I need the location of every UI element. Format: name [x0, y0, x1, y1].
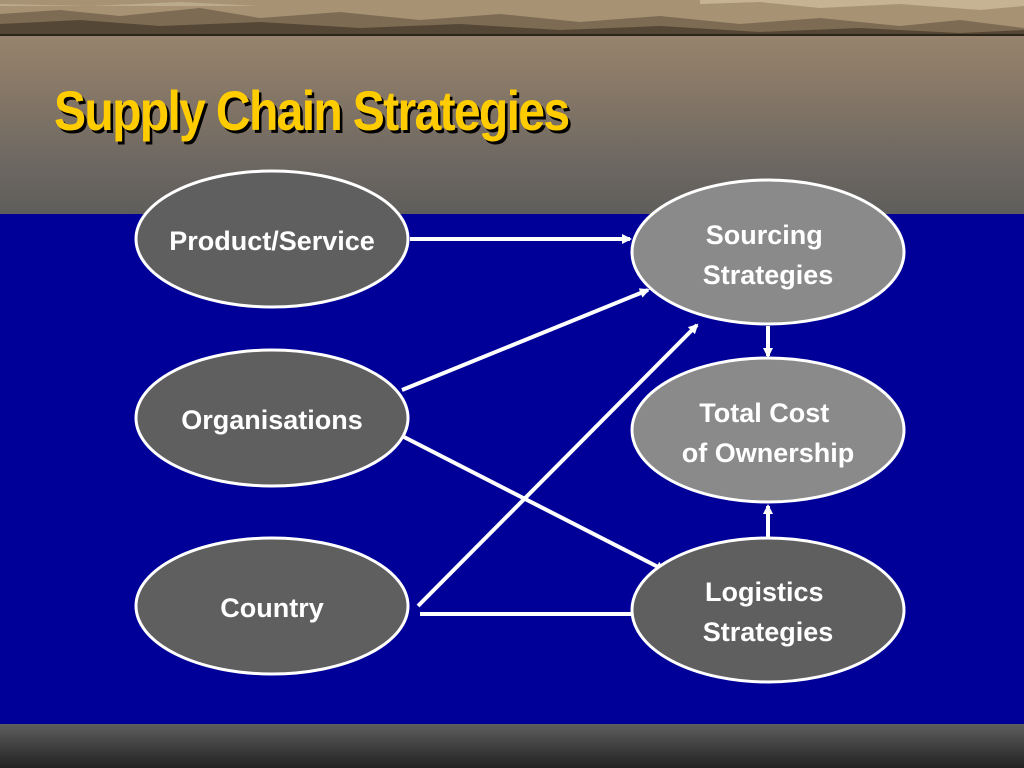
svg-text:Product/Service: Product/Service — [169, 226, 375, 256]
arrow-organisations-to-sourcing — [401, 288, 650, 392]
node-logistics-strategies: Logistics Strategies — [630, 536, 906, 684]
node-product-service: Product/Service — [134, 169, 410, 309]
connectors — [401, 234, 773, 619]
arrow-organisations-to-logistics — [403, 435, 666, 572]
node-label-line: Product/Service — [169, 226, 375, 256]
node-label-line: Strategies — [703, 260, 834, 290]
svg-text:Total Cost of Ownership: Total Cost of Ownership — [682, 398, 855, 468]
svg-text:Logistics Strategies: Logistics Strategies — [703, 577, 834, 647]
node-label-line: Sourcing — [706, 220, 823, 250]
svg-text:Sourcing Strategies: Sourcing Strategies — [703, 220, 834, 290]
arrow-country-to-sourcing — [416, 323, 699, 608]
svg-text:Country: Country — [220, 593, 324, 623]
node-country: Country — [134, 536, 410, 676]
node-label-line: Total Cost — [699, 398, 829, 428]
node-sourcing-strategies: Sourcing Strategies — [630, 178, 906, 326]
slide-header: Supply Chain Strategies — [0, 0, 1024, 214]
node-label-line: of Ownership — [682, 438, 855, 468]
node-organisations: Organisations — [134, 348, 410, 488]
landscape-strip-image — [0, 0, 1024, 36]
node-label-line: Organisations — [181, 405, 363, 435]
slide-footer-bar — [0, 724, 1024, 768]
slide-title: Supply Chain Strategies — [54, 79, 570, 142]
node-label-line: Country — [220, 593, 324, 623]
node-label-line: Strategies — [703, 617, 834, 647]
svg-text:Organisations: Organisations — [181, 405, 363, 435]
node-label-line: Logistics — [705, 577, 824, 607]
node-total-cost-of-ownership: Total Cost of Ownership — [630, 356, 906, 504]
